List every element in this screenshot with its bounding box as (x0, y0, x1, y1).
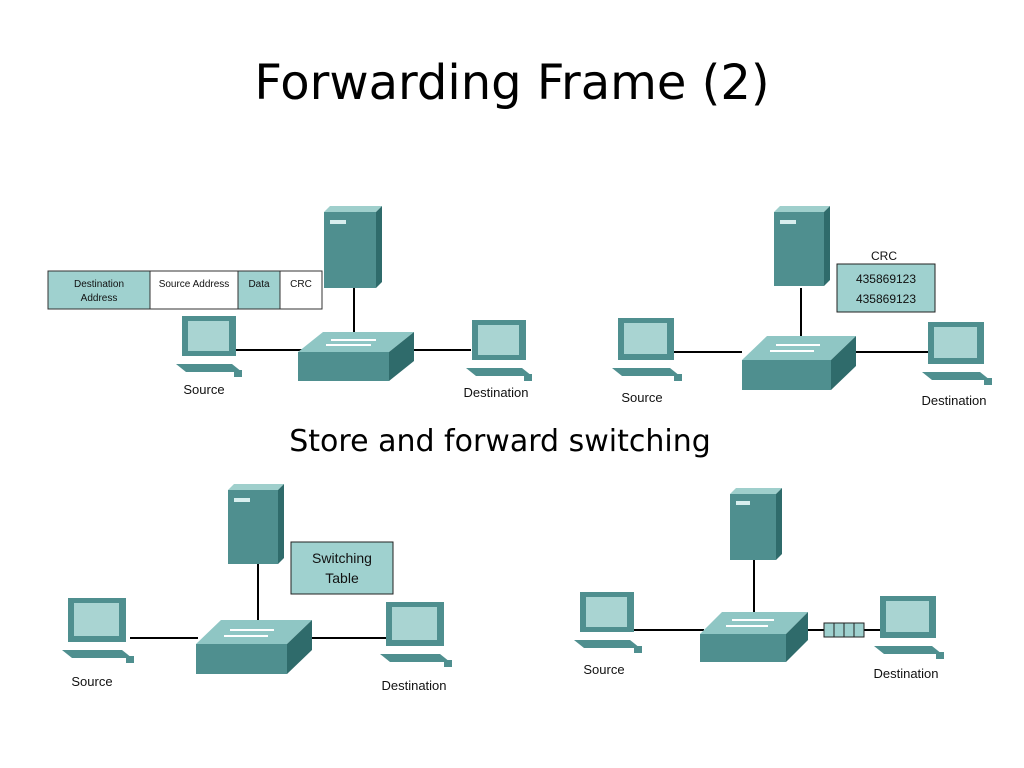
source-label: Source (71, 674, 112, 689)
diagram-panel-3: Switching Table Source Destination (48, 478, 480, 696)
diagram-panel-1-svg: Destination Address Source Address Data … (47, 206, 532, 400)
destination-computer-icon (466, 320, 532, 381)
destination-label: Destination (381, 678, 446, 693)
source-computer-icon (176, 316, 242, 377)
frame-field-destination-address-2: Address (81, 293, 118, 304)
destination-label: Destination (921, 393, 986, 408)
source-label: Source (583, 662, 624, 677)
diagram-subtitle: Store and forward switching (289, 424, 711, 459)
diagram-panel-4: Source Destination (572, 484, 968, 684)
diagram-panel-2: CRC 435869123 435869123 Source Destinati… (594, 200, 1014, 415)
crc-title: CRC (871, 249, 897, 263)
diagram-panel-1: Destination Address Source Address Data … (46, 200, 546, 410)
diagram-panel-2-svg: CRC 435869123 435869123 Source Destinati… (612, 206, 992, 408)
diagram-panel-3-svg: Switching Table Source Destination (62, 484, 452, 693)
switch-icon (196, 620, 312, 674)
crc-value-2: 435869123 (856, 292, 916, 306)
frame-in-transit-icon (823, 622, 865, 638)
source-label: Source (621, 390, 662, 405)
server-icon (730, 488, 782, 560)
slide-title: Forwarding Frame (2) (254, 55, 770, 111)
source-computer-icon (612, 318, 682, 381)
destination-computer-icon (874, 596, 944, 659)
switching-table-line2: Table (325, 570, 359, 586)
frame-fields: Destination Address Source Address Data … (47, 270, 323, 310)
server-icon (228, 484, 284, 564)
crc-value-1: 435869123 (856, 272, 916, 286)
destination-computer-icon (380, 602, 452, 667)
switch-icon (298, 332, 414, 381)
switch-icon (742, 336, 856, 390)
destination-label: Destination (463, 385, 528, 400)
source-computer-icon (62, 598, 134, 663)
source-computer-icon (574, 592, 642, 653)
server-icon (324, 206, 382, 288)
destination-label: Destination (873, 666, 938, 681)
diagram-panel-4-svg: Source Destination (574, 488, 944, 681)
frame-field-source-address: Source Address (159, 279, 230, 290)
crc-box: CRC 435869123 435869123 (836, 249, 936, 313)
switching-table-line1: Switching (312, 550, 372, 566)
destination-computer-icon (922, 322, 992, 385)
frame-field-crc: CRC (290, 279, 312, 290)
frame-field-data: Data (248, 279, 270, 290)
source-label: Source (183, 382, 224, 397)
frame-field-destination-address: Destination (74, 279, 124, 290)
switch-icon (700, 612, 808, 662)
switching-table-box: Switching Table (290, 541, 394, 595)
server-icon (774, 206, 830, 286)
